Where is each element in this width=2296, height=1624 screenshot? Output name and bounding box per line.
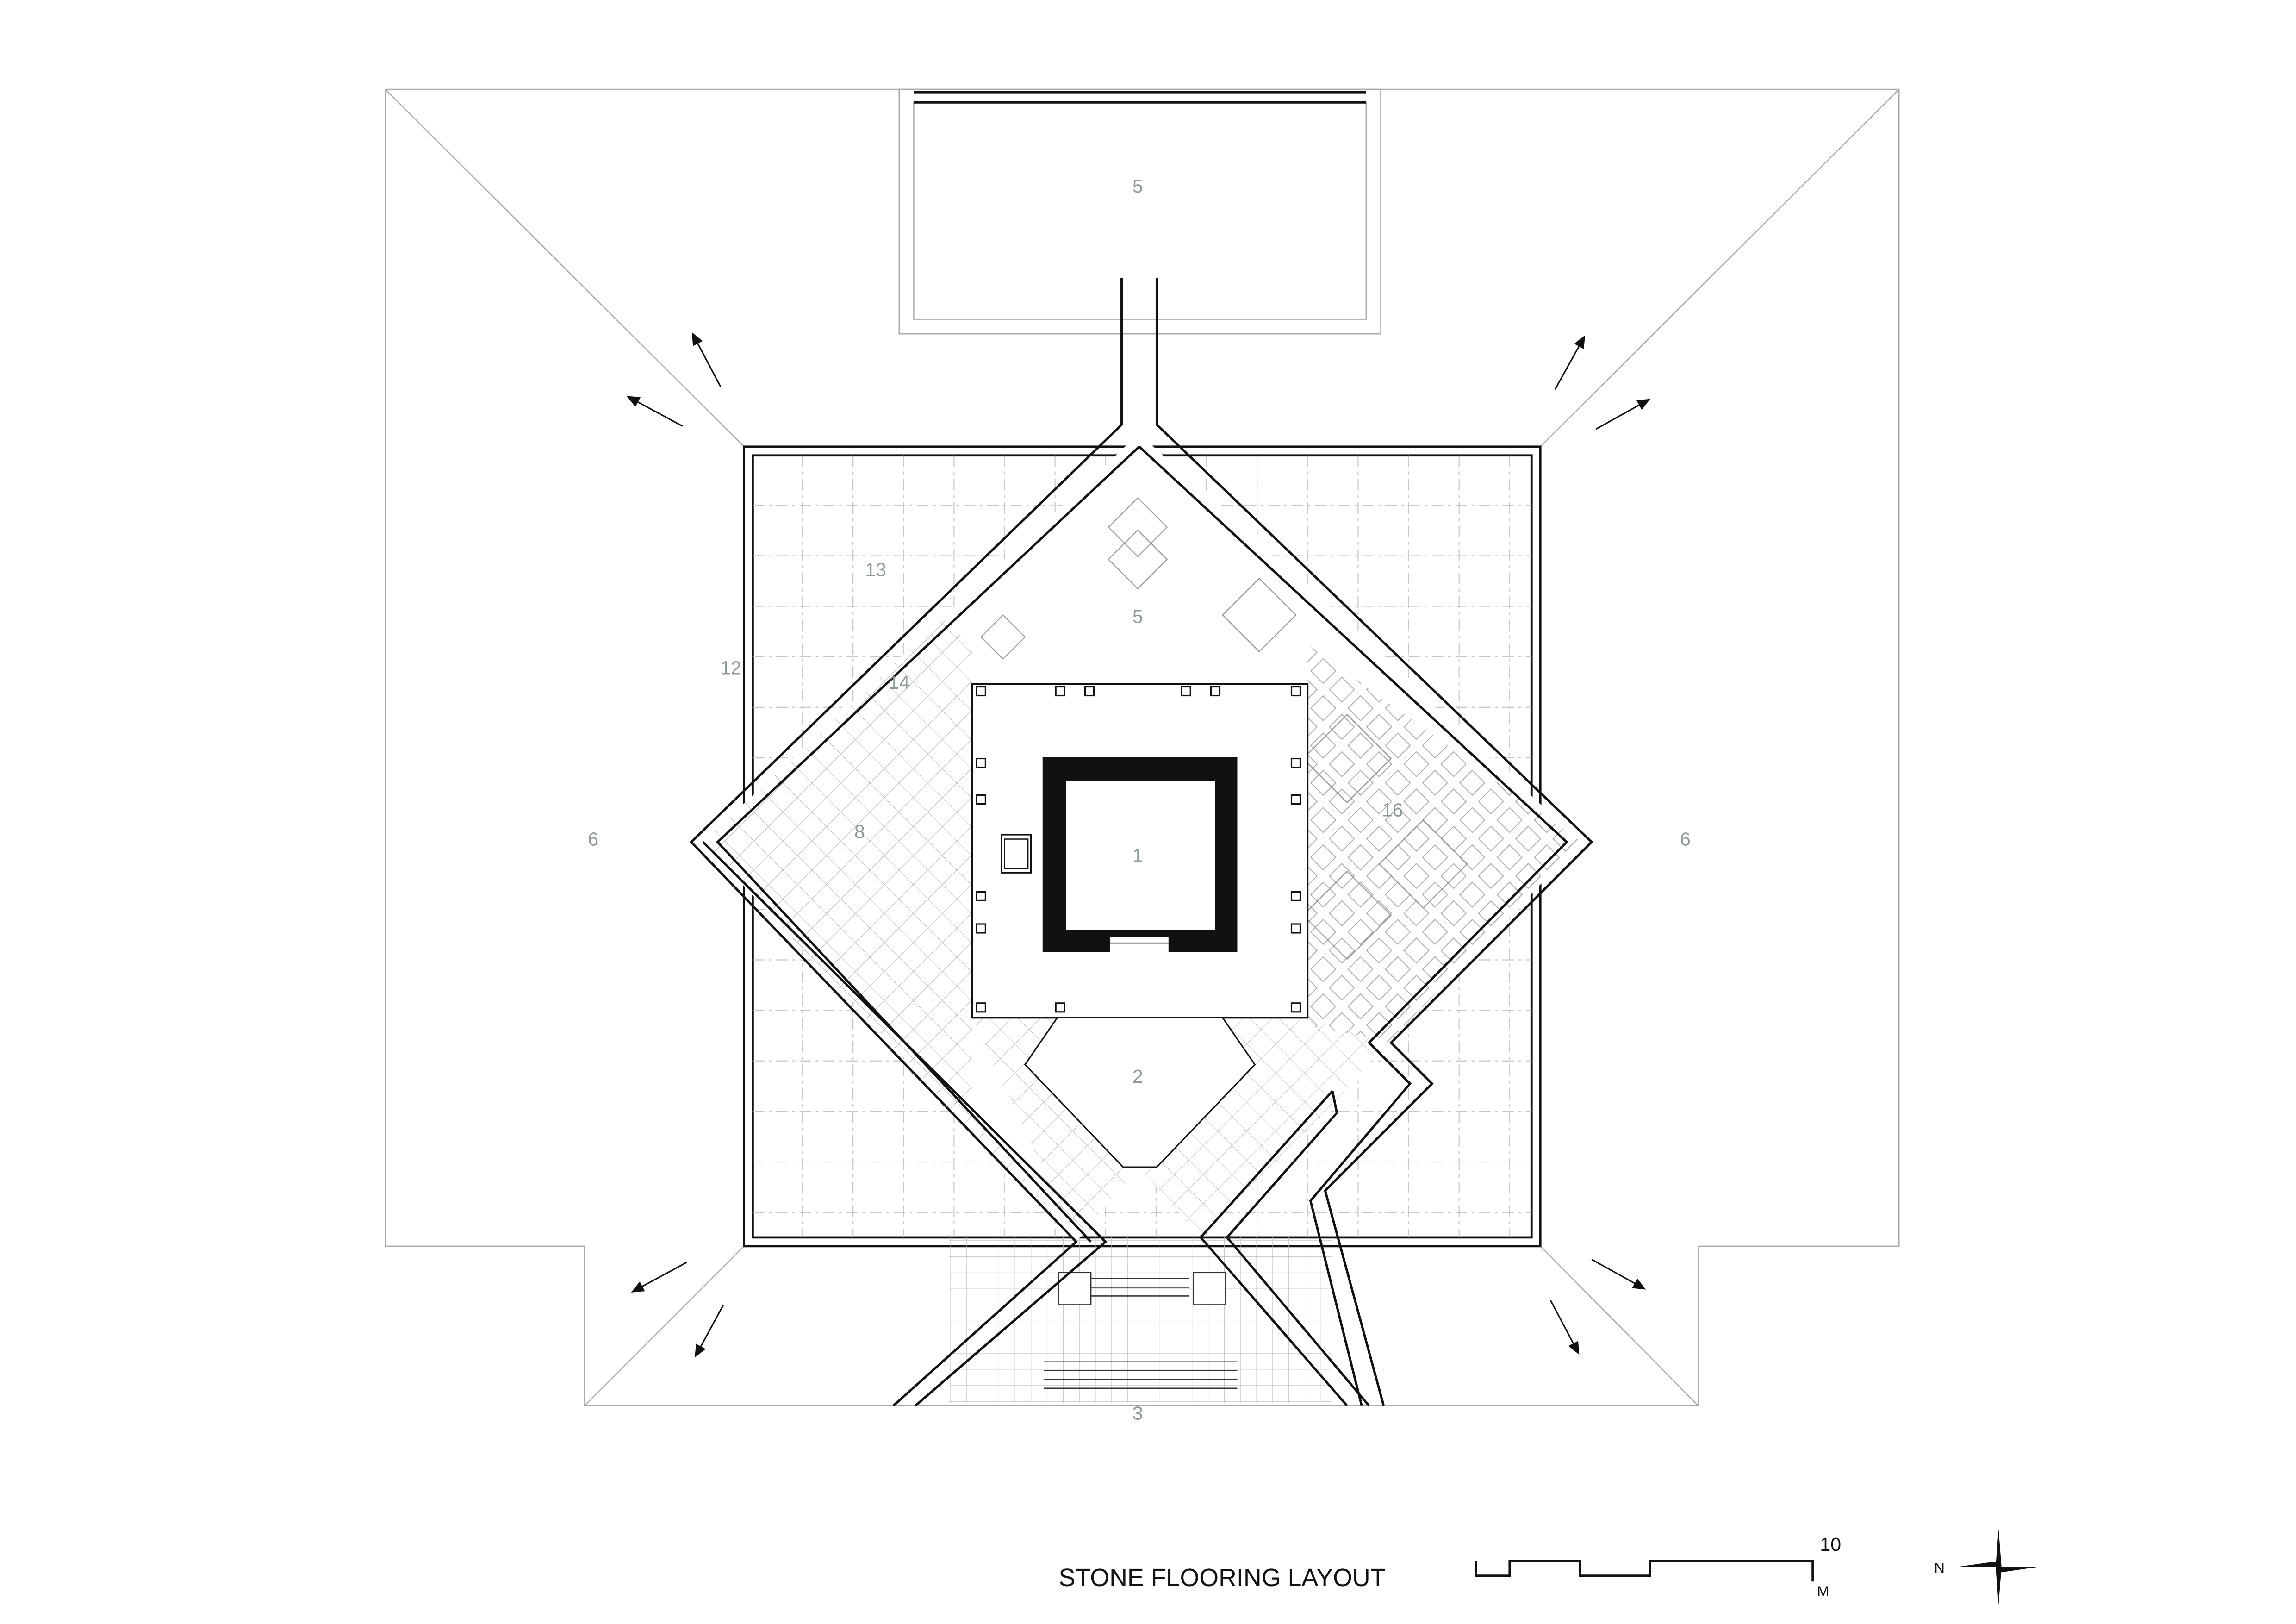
label-diagonal-paving: 8: [854, 821, 865, 843]
drawing-title: STONE FLOORING LAYOUT: [1059, 1564, 1386, 1592]
arrow-head: [691, 332, 703, 346]
arrow-head: [1568, 1341, 1580, 1355]
label-west: 6: [588, 829, 598, 850]
label-porch: 2: [1132, 1066, 1143, 1087]
column: [976, 923, 986, 934]
flow-arrows: [627, 332, 1650, 1358]
column: [976, 891, 986, 901]
scale-bar: [1475, 1560, 1814, 1582]
label-lawn-grid: 13: [865, 559, 886, 581]
label-entry: 3: [1132, 1403, 1143, 1424]
column: [1290, 891, 1301, 901]
column: [1181, 686, 1191, 697]
column: [1290, 757, 1301, 768]
label-pool: 5: [1132, 175, 1143, 197]
label-court: 5: [1132, 606, 1143, 627]
arrow-head: [695, 1343, 706, 1358]
scale-value: 10: [1820, 1534, 1841, 1555]
scale-unit: M: [1817, 1583, 1829, 1599]
arrow-head: [631, 1281, 645, 1293]
arrow-head: [627, 396, 641, 407]
column: [976, 1002, 986, 1013]
column: [1210, 686, 1221, 697]
label-pavers: 14: [889, 672, 910, 693]
arrow-head: [1636, 399, 1650, 410]
label-east: 6: [1680, 829, 1691, 850]
diamond-walls: [690, 278, 1593, 1407]
column: [1290, 923, 1301, 934]
column: [1290, 794, 1301, 805]
label-sanctum: 1: [1132, 844, 1143, 866]
label-edge: 12: [720, 657, 741, 678]
column: [1055, 1002, 1065, 1013]
entry-steps-area: [949, 1237, 1333, 1403]
pool: [898, 88, 1381, 335]
label-pattern-paving: 16: [1382, 799, 1403, 820]
north-label: N: [1934, 1559, 1945, 1576]
column: [976, 794, 986, 805]
column: [1290, 1002, 1301, 1013]
site-diagonals: [385, 89, 1900, 1406]
column: [1290, 686, 1301, 697]
pavilion: [971, 683, 1309, 1168]
court-feature-tiles: [980, 497, 1468, 960]
arrow-head: [1574, 335, 1586, 350]
column: [1055, 686, 1065, 697]
porch: [1024, 1017, 1256, 1168]
column: [976, 686, 986, 697]
column: [1084, 686, 1095, 697]
north-arrow-icon: [1957, 1529, 2038, 1605]
arrow-head: [1632, 1278, 1646, 1290]
column: [976, 757, 986, 768]
